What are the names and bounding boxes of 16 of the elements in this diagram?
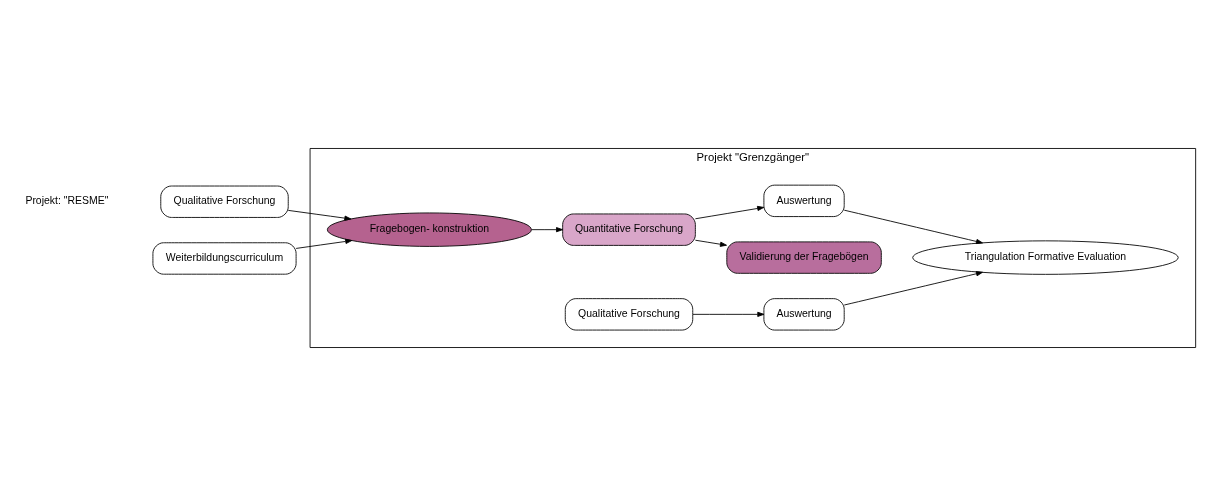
arrow — [694, 205, 765, 219]
arrow — [295, 238, 353, 249]
node-box: Quantitative Forschung — [562, 213, 696, 246]
node-box: Qualitative Forschung — [564, 297, 694, 330]
arrow — [843, 209, 983, 244]
arrow — [843, 270, 983, 305]
label: Projekt: "RESME" — [25, 194, 109, 206]
node-box: Validierung der Fragebögen — [726, 240, 882, 274]
arrow — [531, 226, 564, 232]
node-box: Qualitative Forschung — [160, 185, 289, 218]
arrow — [694, 239, 727, 247]
node-box: Auswertung — [763, 184, 845, 217]
arrow — [287, 209, 352, 221]
arrow — [692, 311, 765, 317]
node-box: Auswertung — [763, 297, 845, 330]
node-box: Weiterbildungscurriculum — [152, 241, 297, 275]
